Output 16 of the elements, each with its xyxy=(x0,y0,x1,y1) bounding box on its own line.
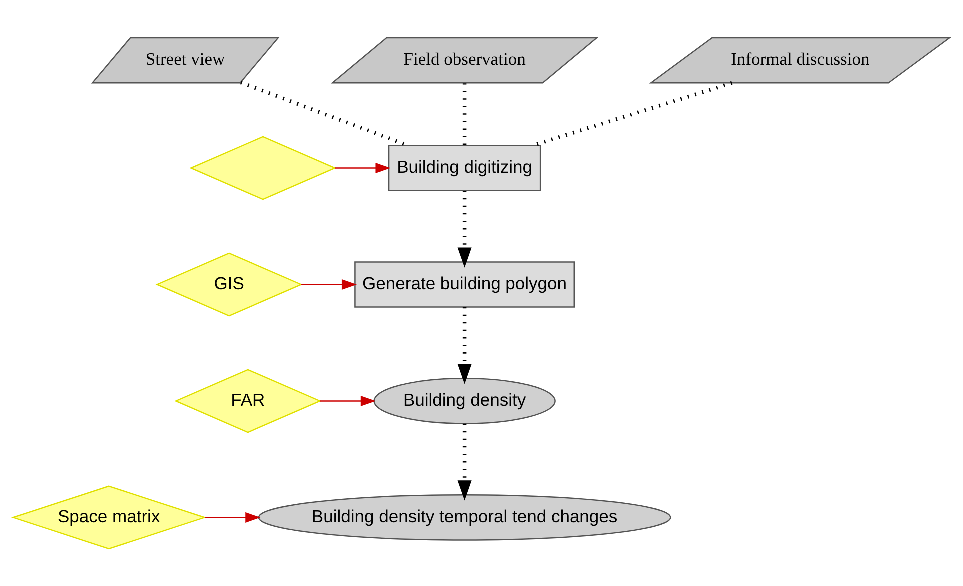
node-diamond: GIS xyxy=(156,252,303,316)
arrow xyxy=(320,395,376,406)
node-diamond: Space matrix xyxy=(11,485,207,550)
node-diamond: FAR xyxy=(174,368,322,433)
arrow xyxy=(458,423,472,500)
node-box: Generate building polygon xyxy=(354,261,575,308)
arrow xyxy=(335,162,391,174)
arrow xyxy=(458,190,472,268)
arrow xyxy=(205,512,261,522)
arrow xyxy=(302,278,357,290)
node-ellipse: Building density temporal tend changes xyxy=(258,494,672,540)
connector xyxy=(462,83,467,146)
node-ellipse: Building density xyxy=(374,378,556,424)
node-box: Building digitizing xyxy=(388,144,542,191)
arrow xyxy=(458,306,472,384)
node-diamond xyxy=(190,136,337,200)
